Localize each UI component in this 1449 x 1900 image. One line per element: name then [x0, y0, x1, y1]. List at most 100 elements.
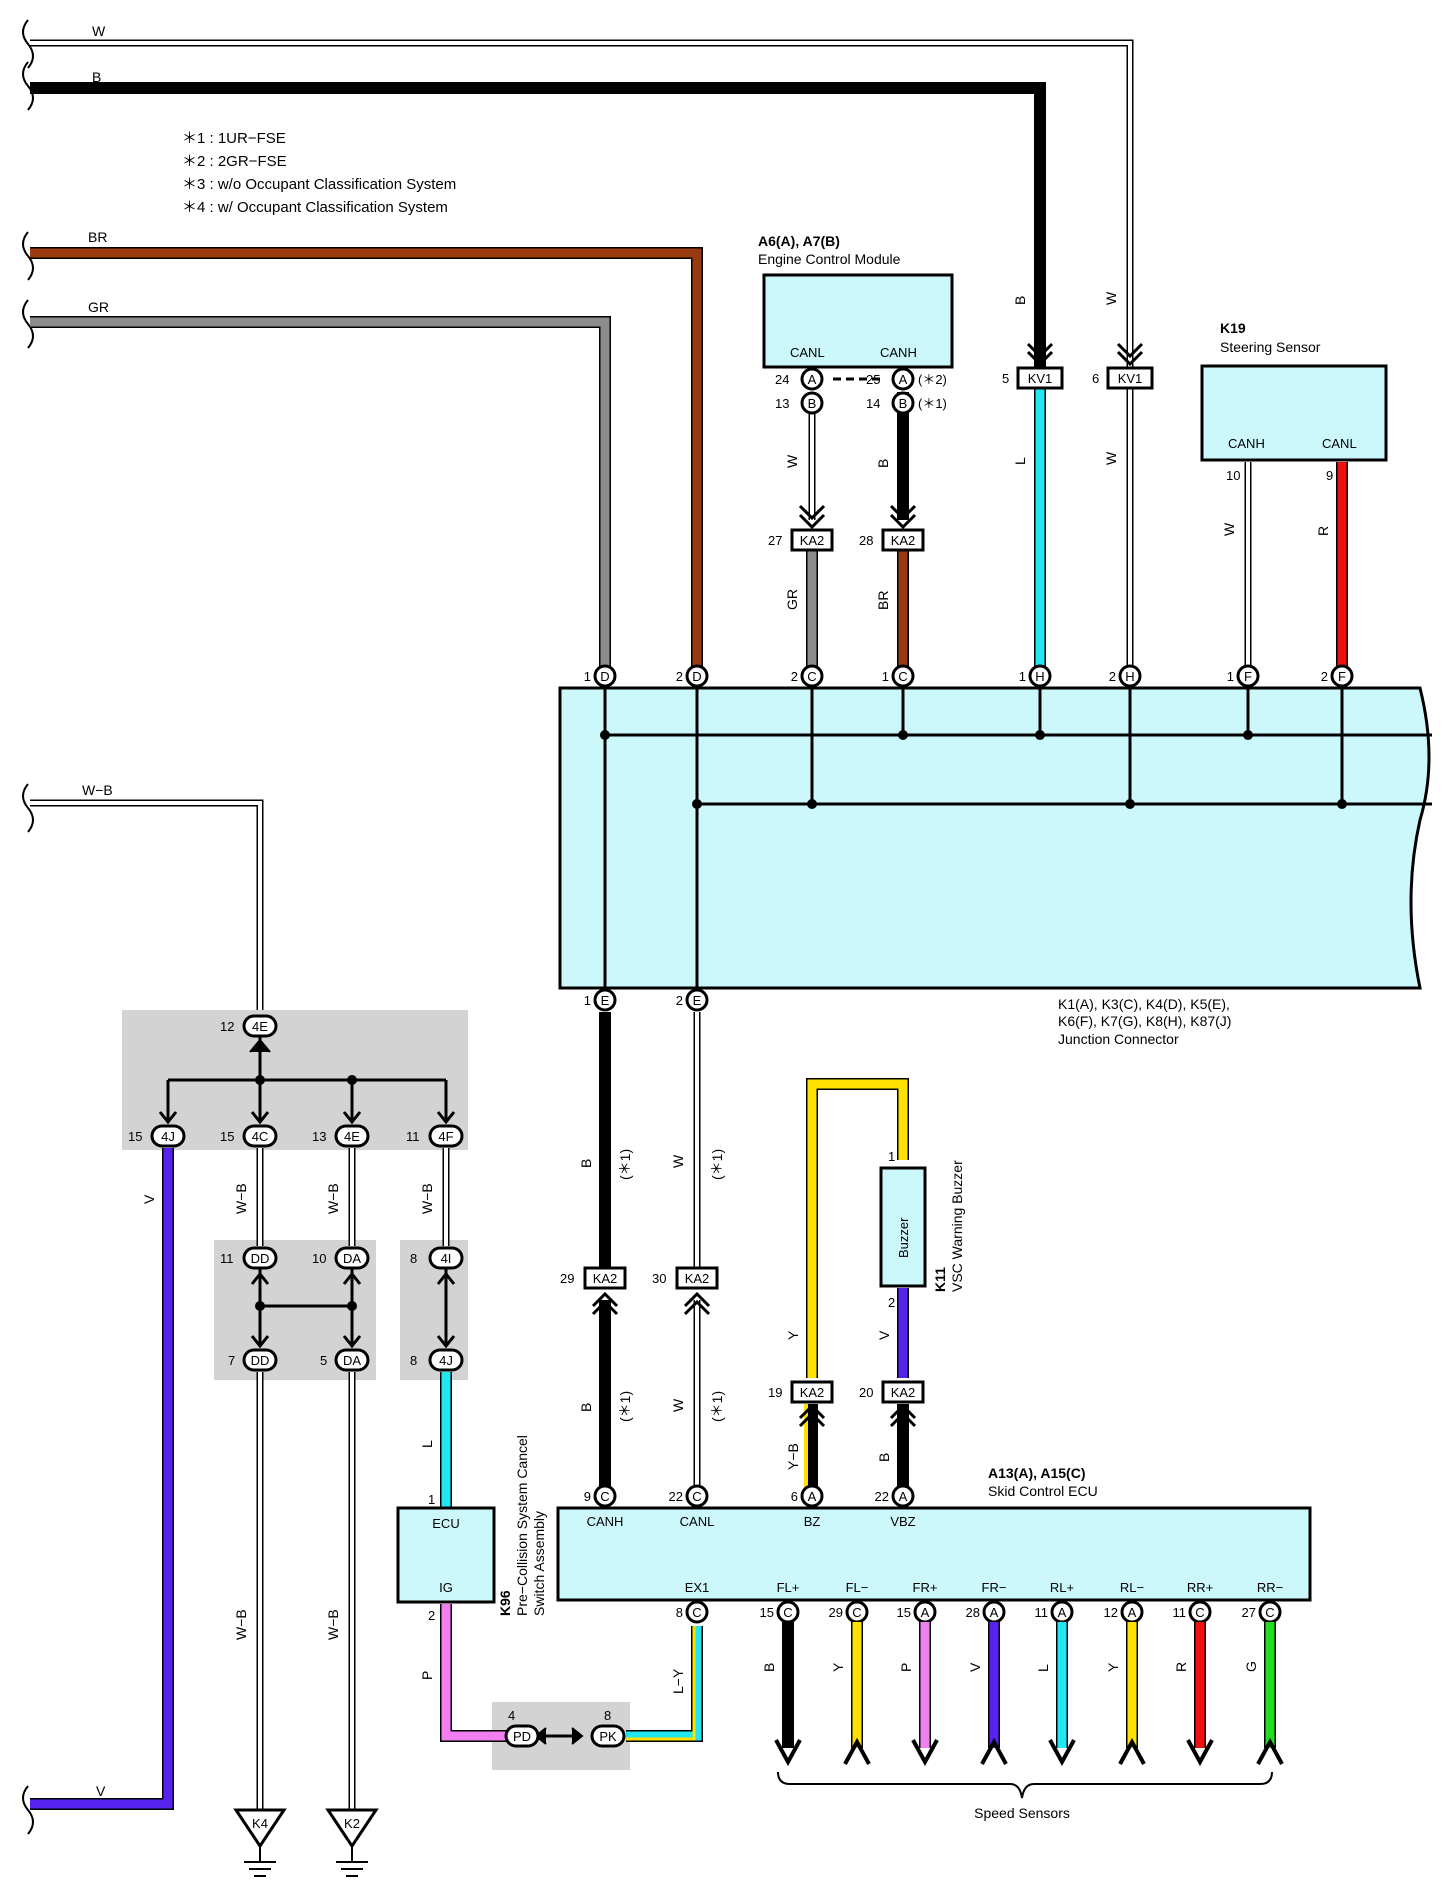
steering-pin-canh: CANH — [1228, 436, 1265, 451]
speed-wire-label-4: V — [967, 1662, 983, 1672]
speed-sensors-label: Speed Sensors — [974, 1805, 1070, 1821]
ecm-name: Engine Control Module — [758, 251, 901, 267]
svg-text:KA2: KA2 — [593, 1271, 618, 1286]
skid-bottom-pin-0: C8 — [676, 1600, 709, 1624]
svg-text:27: 27 — [768, 533, 782, 548]
wirelabel-v-left: V — [141, 1194, 157, 1204]
break-mark-br — [22, 231, 34, 281]
ecm-pin-canl: CANL — [790, 345, 825, 360]
skid-name: Skid Control ECU — [988, 1483, 1098, 1499]
skid-top-label-vbz: VBZ — [890, 1514, 915, 1529]
splice-4e-dot2 — [347, 1075, 357, 1085]
skid-ecu-box — [556, 1506, 1312, 1602]
wire-br-top — [30, 247, 703, 670]
svg-text:8: 8 — [604, 1708, 611, 1723]
wirelabel-v: V — [876, 1330, 892, 1340]
svg-text:A: A — [808, 372, 817, 387]
wirelabel-y: Y — [785, 1330, 801, 1340]
svg-text:C: C — [692, 1489, 701, 1504]
svg-text:4E: 4E — [252, 1019, 268, 1034]
skid-bottom-pin-7: C11 — [1173, 1600, 1212, 1624]
skid-bottom-label-4: FR− — [982, 1580, 1007, 1595]
svg-text:4I: 4I — [441, 1251, 452, 1266]
pill-dd-7: DD 7 — [228, 1348, 278, 1372]
pill-dd-11: DD 11 — [220, 1246, 278, 1270]
k96-id: K96 — [497, 1590, 513, 1616]
k96-name2: Switch Assembly — [531, 1511, 547, 1616]
junction-id-line2: K6(F), K7(G), K8(H), K87(J) — [1058, 1013, 1231, 1029]
wirelabel-e2-w-upper: W — [670, 1154, 686, 1168]
wirelabel-ecm-w: W — [784, 454, 800, 468]
ecm-pin-25: A 25 (＊2) — [866, 367, 947, 391]
svg-text:6: 6 — [1092, 371, 1099, 386]
skid-bottom-label-5: RL+ — [1050, 1580, 1074, 1595]
svg-text:1: 1 — [584, 993, 591, 1008]
wirelabel-w-kv1-low: W — [1103, 451, 1119, 465]
pill-pk: PK 8 — [590, 1708, 626, 1748]
svg-text:10: 10 — [312, 1251, 326, 1266]
skid-bottom-pin-6: A12 — [1104, 1600, 1144, 1624]
arrow-4e — [249, 1038, 271, 1053]
svg-text:H: H — [1035, 669, 1044, 684]
svg-text:8: 8 — [410, 1251, 417, 1266]
svg-text:2: 2 — [1109, 669, 1116, 684]
svg-text:11: 11 — [1035, 1605, 1049, 1620]
pill-4c-15: 4C 15 — [220, 1124, 278, 1148]
junction-top-pin-5: H2 — [1109, 664, 1142, 688]
svg-text:C: C — [898, 669, 907, 684]
ground-k4: K4 — [233, 1808, 287, 1877]
svg-text:15: 15 — [760, 1605, 774, 1620]
skid-bottom-label-7: RR+ — [1187, 1580, 1213, 1595]
junction-bottom-pin-1: E2 — [676, 988, 709, 1012]
wire-v-left — [30, 1148, 174, 1810]
kv1-6: KV1 6 — [1092, 366, 1154, 390]
arrow-ka2-28 — [889, 504, 917, 530]
steering-p9: 9 — [1326, 468, 1333, 483]
skid-top-label-canh: CANH — [587, 1514, 624, 1529]
skid-top-label-bz: BZ — [804, 1514, 821, 1529]
pill-4j-15: 4J 15 — [128, 1124, 186, 1148]
skid-top-pin-canl: C 22 — [669, 1484, 709, 1508]
svg-text:KA2: KA2 — [800, 1385, 825, 1400]
svg-text:K2: K2 — [344, 1816, 360, 1831]
skid-bottom-label-8: RR− — [1257, 1580, 1283, 1595]
wirelabel-l-left: L — [419, 1440, 435, 1448]
skid-id: A13(A), A15(C) — [988, 1465, 1086, 1481]
svg-text:1: 1 — [1019, 669, 1026, 684]
svg-text:C: C — [807, 669, 816, 684]
svg-text:29: 29 — [829, 1605, 843, 1620]
k96-ig: IG — [439, 1580, 453, 1595]
steering-p10: 10 — [1226, 468, 1240, 483]
kv1-5: KV1 5 — [1002, 366, 1064, 390]
k96-ecu: ECU — [432, 1516, 459, 1531]
break-mark-wb — [22, 783, 34, 833]
svg-text:4F: 4F — [438, 1129, 453, 1144]
svg-text:KA2: KA2 — [800, 533, 825, 548]
svg-text:4J: 4J — [439, 1353, 453, 1368]
svg-text:PD: PD — [513, 1729, 531, 1744]
speed-wire-rr-plus — [1186, 1622, 1214, 1767]
svg-text:14: 14 — [866, 396, 880, 411]
svg-text:B: B — [808, 396, 817, 411]
notes-block: ＊1 : 1UR−FSE ＊2 : 2GR−FSE ＊3 : w/o Occup… — [182, 130, 456, 216]
wirelabel-gr: GR — [784, 589, 800, 610]
svg-text:28: 28 — [966, 1605, 980, 1620]
svg-text:22: 22 — [669, 1489, 683, 1504]
label-wb-feed: W−B — [82, 782, 113, 798]
junction-connector-box — [558, 686, 1431, 990]
note-1: ＊1 : 1UR−FSE — [182, 130, 286, 147]
svg-text:KA2: KA2 — [891, 1385, 916, 1400]
ka2-29: KA2 29 — [560, 1266, 627, 1290]
wirelabel-b-kv1: B — [1012, 296, 1028, 305]
wirelabel-e1-ast-upper: (＊1) — [617, 1149, 633, 1180]
skid-bottom-pin-1: C15 — [760, 1600, 800, 1624]
label-w-top: W — [92, 23, 106, 39]
svg-text:25: 25 — [866, 372, 880, 387]
svg-text:15: 15 — [128, 1129, 142, 1144]
pill-4e: 4E 12 — [220, 1014, 278, 1038]
junction-bottom-pin-0: E1 — [584, 988, 617, 1012]
wirelabel-ecm-b: B — [875, 459, 891, 468]
wirelabel-yb: Y−B — [785, 1443, 801, 1470]
svg-text:8: 8 — [676, 1605, 683, 1620]
